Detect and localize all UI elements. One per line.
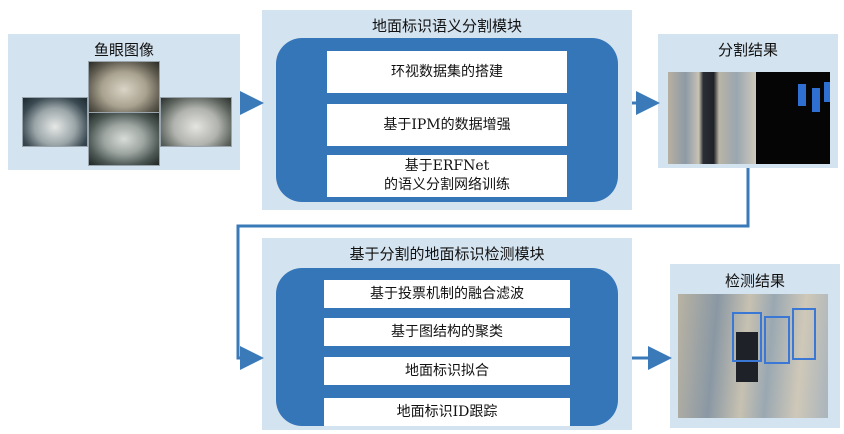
fisheye-image-top: [88, 61, 160, 113]
mask-marking: [798, 84, 806, 106]
detection-box: [732, 312, 762, 362]
segmentation-photo: [668, 72, 756, 164]
fisheye-image-right: [160, 97, 232, 147]
segmentation-result-panel: 分割结果: [658, 34, 838, 168]
mask-marking: [824, 82, 830, 102]
segmentation-module-title: 地面标识语义分割模块: [371, 17, 522, 35]
step-graph-clustering: 基于图结构的聚类: [324, 318, 570, 346]
fisheye-title: 鱼眼图像: [93, 41, 154, 59]
segmentation-module-panel: 地面标识语义分割模块 环视数据集的搭建 基于IPM的数据增强 基于ERFNet …: [262, 10, 632, 210]
detection-photo: [678, 294, 828, 418]
step-dataset-build: 环视数据集的搭建: [327, 51, 567, 93]
detection-box: [764, 316, 790, 364]
step-marking-fitting: 地面标识拟合: [324, 357, 570, 385]
segmentation-result-title: 分割结果: [717, 41, 778, 59]
fisheye-panel: 鱼眼图像: [8, 34, 240, 170]
step-voting-filter: 基于投票机制的融合滤波: [324, 280, 570, 308]
detection-result-title: 检测结果: [724, 272, 785, 290]
segmentation-mask: [756, 72, 830, 164]
fisheye-image-left: [22, 97, 88, 147]
detection-box: [792, 308, 816, 360]
fisheye-image-bottom: [88, 112, 160, 166]
detection-module-title: 基于分割的地面标识检测模块: [349, 245, 545, 263]
step-id-tracking: 地面标识ID跟踪: [324, 398, 570, 426]
step-ipm-augmentation: 基于IPM的数据增强: [327, 104, 567, 146]
detection-result-panel: 检测结果: [670, 264, 840, 428]
mask-marking: [812, 88, 820, 112]
detection-module-panel: 基于分割的地面标识检测模块 基于投票机制的融合滤波 基于图结构的聚类 地面标识拟…: [262, 238, 632, 430]
step-erfnet-training: 基于ERFNet 的语义分割网络训练: [327, 155, 567, 197]
